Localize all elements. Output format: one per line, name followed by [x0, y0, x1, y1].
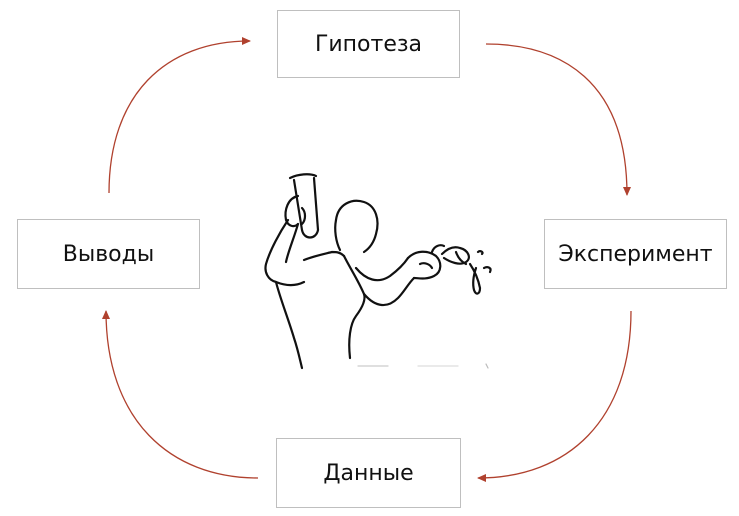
node-hypothesis: Гипотеза — [277, 10, 460, 78]
node-data: Данные — [276, 438, 461, 508]
node-experiment: Эксперимент — [544, 219, 727, 289]
arrow-hypothesis-to-experiment — [485, 43, 631, 196]
arrow-data-to-conclusions — [102, 310, 259, 479]
node-experiment-label: Эксперимент — [558, 241, 713, 267]
node-data-label: Данные — [323, 460, 414, 486]
arrow-experiment-to-data — [477, 310, 632, 482]
node-conclusions: Выводы — [17, 219, 200, 289]
scientist-sketch-icon — [264, 173, 492, 370]
arrow-conclusions-to-hypothesis — [108, 37, 251, 194]
node-conclusions-label: Выводы — [62, 241, 155, 267]
node-hypothesis-label: Гипотеза — [314, 31, 423, 57]
